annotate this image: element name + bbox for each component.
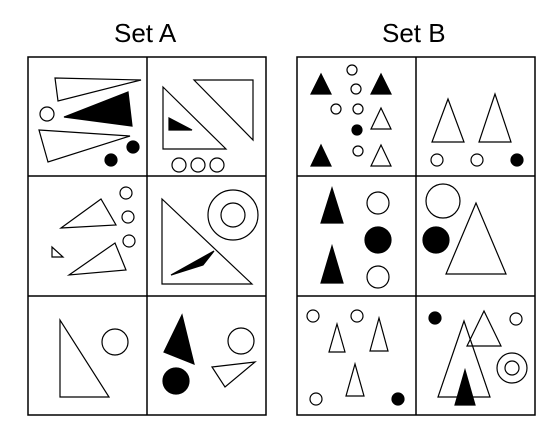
- set-a-panel: [27, 56, 267, 416]
- white-circle: [122, 234, 136, 248]
- white-circle: [309, 392, 323, 406]
- set-b-cell: [422, 183, 507, 275]
- set-a-title: Set A: [114, 18, 177, 48]
- white-circle: [352, 145, 364, 157]
- black-circle: [510, 153, 524, 167]
- white-circle: [119, 186, 133, 200]
- white-circle: [366, 265, 390, 289]
- set-a-cell: [51, 186, 136, 276]
- white-triangle: [38, 129, 131, 163]
- set-a-cell: [162, 313, 257, 395]
- set-b-cell: [306, 309, 405, 406]
- white-circle: [121, 210, 135, 224]
- white-triangle: [58, 198, 118, 229]
- white-triangle: [369, 315, 389, 352]
- set-b-cell: [428, 309, 528, 406]
- black-triangle: [63, 91, 133, 127]
- black-triangle: [320, 185, 344, 224]
- white-triangle: [466, 309, 502, 347]
- white-circle: [470, 153, 484, 167]
- set-a-cell: [38, 77, 142, 167]
- white-triangle: [210, 361, 257, 388]
- white-circle: [306, 309, 320, 323]
- white-circle: [209, 157, 225, 173]
- white-triangle: [370, 106, 392, 130]
- black-triangle: [320, 243, 344, 284]
- white-circle: [352, 103, 364, 115]
- white-circle: [425, 183, 461, 219]
- white-triangle: [478, 92, 512, 143]
- white-circle: [346, 64, 358, 76]
- black-circle: [364, 226, 392, 254]
- white-circle: [101, 328, 129, 356]
- set-b-panel: [296, 56, 536, 416]
- white-triangle: [370, 143, 392, 167]
- set-a-cell: [162, 79, 254, 173]
- white-triangle: [51, 245, 65, 258]
- black-triangle: [163, 313, 195, 365]
- white-circle: [220, 202, 246, 228]
- white-triangle: [161, 197, 254, 285]
- white-circle: [350, 309, 364, 323]
- set-a-cell: [59, 317, 129, 398]
- white-triangle: [445, 201, 507, 275]
- black-triangle: [310, 72, 332, 95]
- white-circle: [171, 157, 187, 173]
- black-circle: [422, 226, 450, 254]
- white-circle: [504, 360, 520, 376]
- set-b-cell: [310, 64, 392, 167]
- black-circle: [351, 124, 363, 136]
- black-circle: [162, 367, 190, 395]
- white-circle: [227, 327, 255, 355]
- set-a-cell: [161, 189, 259, 285]
- white-triangle: [66, 242, 127, 276]
- white-circle: [496, 352, 528, 384]
- white-circle: [509, 312, 523, 326]
- white-circle: [430, 153, 444, 167]
- white-triangle: [192, 79, 254, 142]
- white-circle: [39, 106, 55, 122]
- white-circle: [207, 189, 259, 241]
- set-b-title: Set B: [382, 18, 446, 48]
- set-b-cell: [320, 185, 392, 289]
- white-triangle: [345, 361, 365, 397]
- black-circle: [104, 153, 118, 167]
- white-circle: [330, 103, 342, 115]
- black-triangle: [370, 72, 392, 95]
- white-circle: [366, 191, 390, 215]
- white-triangle: [59, 317, 111, 398]
- black-triangle: [168, 117, 193, 131]
- black-circle: [126, 140, 140, 154]
- white-circle: [190, 157, 206, 173]
- white-triangle: [431, 97, 465, 143]
- black-circle: [391, 392, 405, 406]
- white-circle: [350, 83, 362, 95]
- set-b-cell: [430, 92, 524, 167]
- black-triangle: [454, 367, 476, 406]
- black-triangle: [310, 143, 332, 167]
- black-circle: [428, 311, 442, 325]
- black-triangle: [170, 250, 215, 276]
- white-triangle: [54, 77, 142, 102]
- white-triangle: [328, 321, 346, 353]
- white-triangle: [162, 85, 228, 150]
